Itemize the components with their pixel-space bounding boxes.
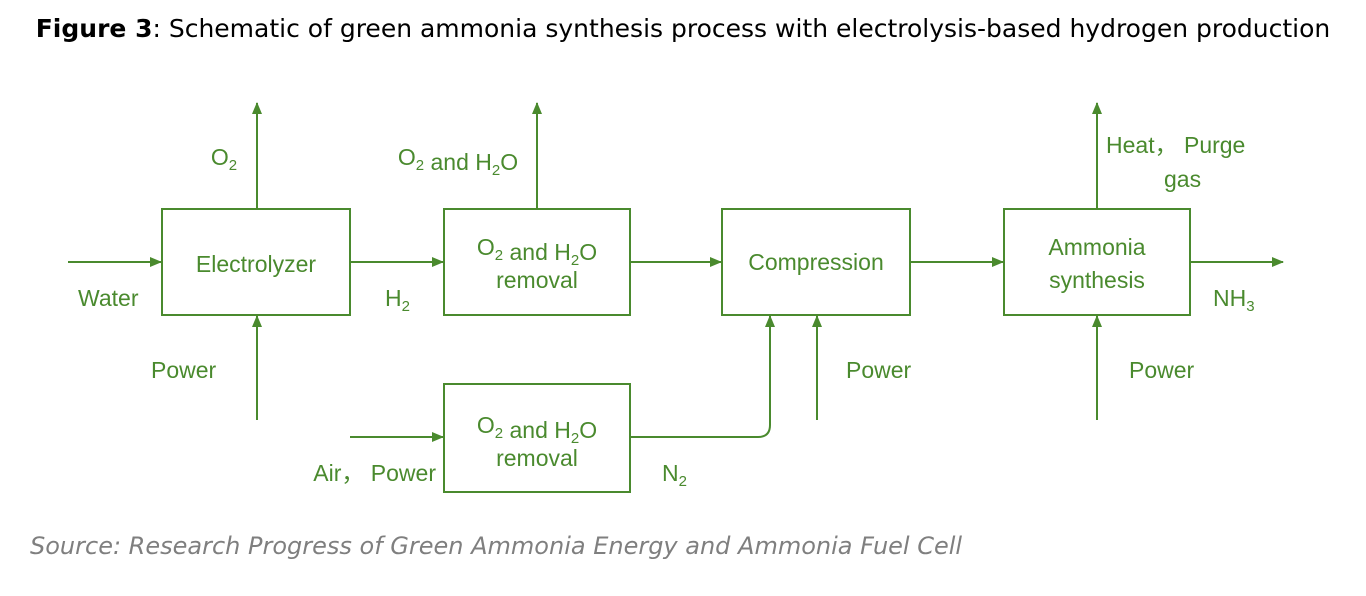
nh3-label: NH3 bbox=[1213, 285, 1255, 315]
figure-caption-text: : Schematic of green ammonia synthesis p… bbox=[152, 14, 1331, 43]
gas-label: gas bbox=[1164, 166, 1201, 192]
compression-label: Compression bbox=[748, 249, 884, 275]
h2-label: H2 bbox=[385, 285, 410, 315]
removal-top-label-1: O2 and H2O bbox=[477, 234, 597, 269]
n2-arrow bbox=[630, 315, 775, 438]
o2-h2o-out-label: O2 and H2O bbox=[398, 144, 518, 179]
power-compression-label: Power bbox=[846, 357, 912, 383]
figure-caption: Figure 3: Schematic of green ammonia syn… bbox=[0, 14, 1366, 43]
synthesis-label-1: Ammonia bbox=[1048, 234, 1145, 260]
synthesis-label-2: synthesis bbox=[1049, 267, 1145, 293]
power-synthesis-label: Power bbox=[1129, 357, 1195, 383]
removal-top-label-2: removal bbox=[496, 267, 578, 293]
removal-bottom-label-1: O2 and H2O bbox=[477, 412, 597, 447]
n2-label: N2 bbox=[662, 460, 687, 490]
heat-purge-label: Heat， Purge bbox=[1106, 132, 1245, 158]
o2-label: O2 bbox=[211, 144, 237, 174]
source-citation: Source: Research Progress of Green Ammon… bbox=[30, 532, 963, 560]
air-power-label: Air， Power bbox=[313, 460, 436, 486]
electrolyzer-label: Electrolyzer bbox=[196, 251, 316, 277]
figure-number: Figure 3 bbox=[35, 14, 153, 43]
water-label: Water bbox=[78, 285, 139, 311]
ammonia-synthesis-box bbox=[1003, 208, 1191, 316]
power-electrolyzer-label: Power bbox=[151, 357, 217, 383]
o2-h2o-removal-box-bottom bbox=[443, 383, 631, 493]
removal-bottom-label-2: removal bbox=[496, 445, 578, 471]
